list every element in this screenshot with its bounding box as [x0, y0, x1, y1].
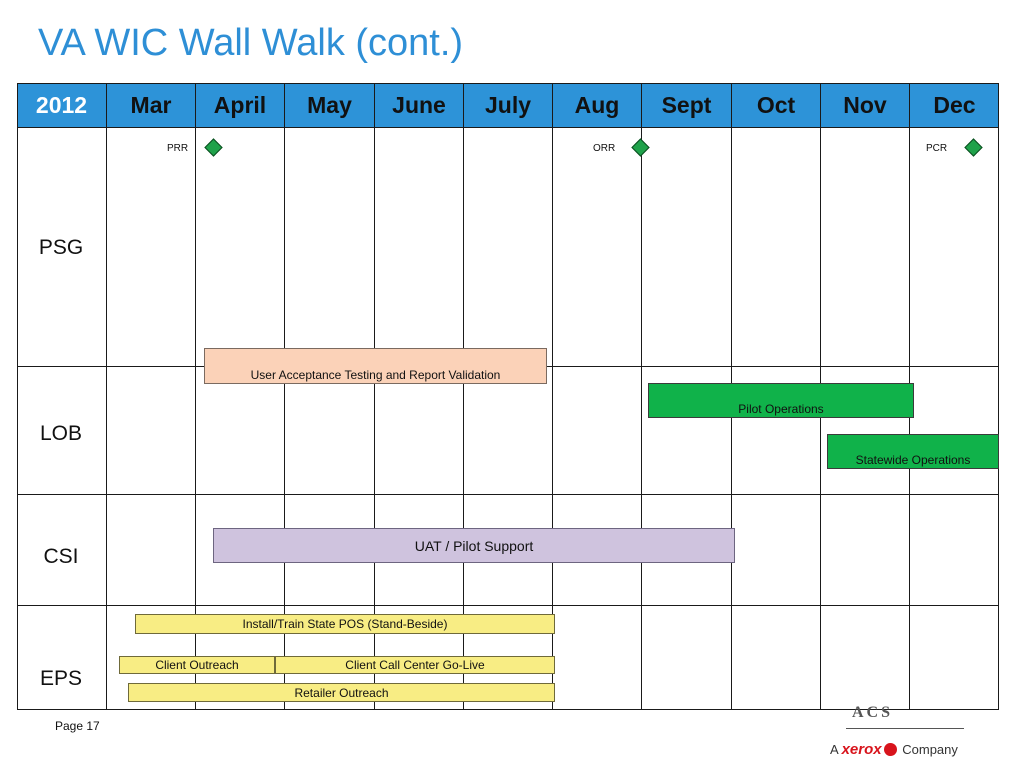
- logo-tagline: A xerox Company: [830, 741, 958, 758]
- header-month-may: May: [284, 83, 374, 127]
- bar-retailer-outreach: Retailer Outreach: [128, 683, 555, 702]
- milestone-label-prr: PRR: [167, 143, 189, 154]
- grid-line: [374, 83, 375, 710]
- logo-xerox-text: xerox: [841, 741, 882, 758]
- bar-uat-report-validation: User Acceptance Testing and Report Valid…: [204, 348, 547, 384]
- logo-acs-text: ACS: [852, 704, 894, 721]
- row-label-csi: CSI: [43, 545, 79, 568]
- milestone-label-orr: ORR: [593, 143, 616, 154]
- grid-line: [17, 127, 999, 128]
- header-month-oct: Oct: [731, 83, 820, 127]
- header-month-june: June: [374, 83, 463, 127]
- header-month-july: July: [463, 83, 552, 127]
- header-month-nov: Nov: [820, 83, 909, 127]
- bar-install-train-pos: Install/Train State POS (Stand-Beside): [135, 614, 555, 634]
- grid-line: [17, 83, 18, 710]
- bar-statewide-operations: Statewide Operations: [827, 434, 999, 469]
- xerox-ball-icon: [883, 743, 897, 756]
- logo-suffix: Company: [902, 742, 958, 757]
- grid-line: [17, 709, 999, 710]
- milestone-label-pcr: PCR: [926, 143, 948, 154]
- logo-prefix: A: [830, 742, 838, 757]
- bar-pilot-operations: Pilot Operations: [648, 383, 914, 418]
- grid-line: [552, 83, 553, 710]
- milestone-diamond-icon: [964, 138, 983, 157]
- header-year: 2012: [17, 83, 106, 127]
- row-label-eps: EPS: [39, 667, 83, 690]
- header-month-april: April: [195, 83, 284, 127]
- page-number: Page 17: [55, 719, 100, 733]
- timeline-grid: 2012 Mar April May June July Aug Sept Oc…: [17, 83, 999, 710]
- grid-line: [463, 83, 464, 710]
- grid-line: [641, 83, 642, 710]
- grid-line: [195, 83, 196, 710]
- header-month-mar: Mar: [106, 83, 195, 127]
- bar-uat-pilot-support: UAT / Pilot Support: [213, 528, 735, 563]
- header-month-aug: Aug: [552, 83, 641, 127]
- logo-divider: [846, 728, 964, 729]
- bar-client-call-center: Client Call Center Go-Live: [275, 656, 555, 674]
- row-label-lob: LOB: [39, 422, 83, 445]
- milestone-diamond-icon: [204, 138, 223, 157]
- company-logo: ACS A xerox Company: [824, 704, 994, 764]
- bar-client-outreach: Client Outreach: [119, 656, 275, 674]
- grid-line: [17, 83, 999, 84]
- row-label-psg: PSG: [38, 236, 84, 259]
- grid-line: [284, 83, 285, 710]
- grid-line: [17, 494, 999, 495]
- grid-line: [17, 605, 999, 606]
- page-title: VA WIC Wall Walk (cont.): [38, 22, 464, 64]
- header-month-dec: Dec: [909, 83, 999, 127]
- milestone-diamond-icon: [631, 138, 650, 157]
- grid-line: [998, 83, 999, 710]
- grid-line: [106, 83, 107, 710]
- header-month-sept: Sept: [641, 83, 731, 127]
